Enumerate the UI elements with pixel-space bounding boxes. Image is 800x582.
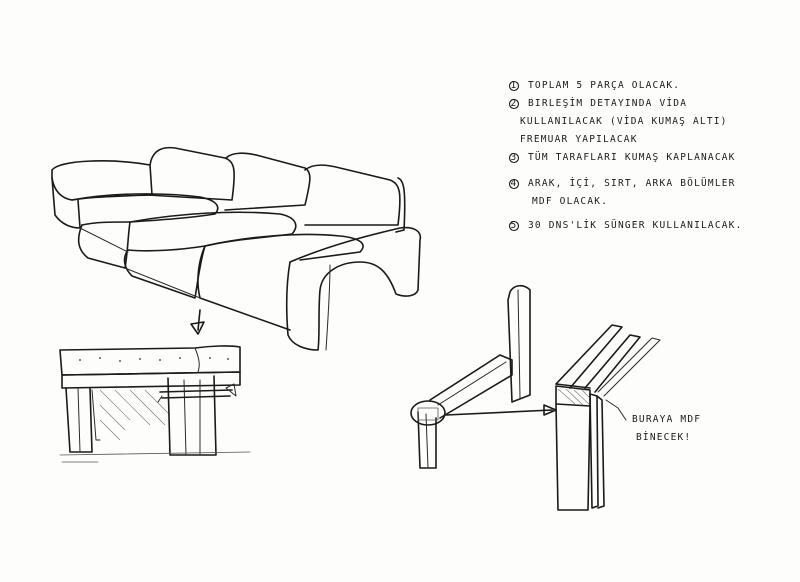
note-line: BIRLEŞİM DETAYINDA VİDA: [528, 98, 687, 109]
note-item-5: 5 30 DNS'LİK SÜNGER KULLANILACAK.: [508, 220, 743, 232]
sofa-left-arm-front: [51, 177, 81, 229]
note-line: TOPLAM 5 PARÇA OLACAK.: [528, 80, 680, 91]
callout-line-1: BURAYA MDF: [632, 414, 701, 425]
sofa-back-cushion-1: [147, 146, 235, 201]
callout-line-2: BİNECEK!: [636, 432, 691, 443]
sofa-perspective: [51, 146, 422, 351]
note-item-2: 2 BIRLEŞİM DETAYINDA VİDA KULLANILACAK (…: [508, 98, 728, 145]
sofa-seat-cushion-3: [204, 233, 364, 261]
sofa-left-arm: [51, 160, 153, 201]
note-line: TÜM TARAFLARI KUMAŞ KAPLANACAK: [528, 152, 736, 163]
note-line: FREMUAR YAPILACAK: [520, 134, 638, 145]
arrow-down-icon: [190, 309, 205, 335]
frame-arm-rail: [429, 354, 513, 419]
note-bullet: [508, 220, 520, 232]
note-item-1: 1 TOPLAM 5 PARÇA OLACAK.: [508, 80, 680, 92]
section-cushion: [59, 345, 241, 376]
quilting-dots: [79, 356, 229, 362]
mdf-callout: BURAYA MDF BİNECEK!: [632, 414, 701, 443]
sofa-seat-cushion-1: [71, 193, 219, 226]
note-bullet: [508, 178, 520, 190]
section-detail: [59, 345, 251, 463]
section-leg-right: [167, 375, 217, 456]
note-bullet-number: 2: [511, 98, 518, 109]
sofa-back-cushion-3: [304, 164, 401, 226]
note-bullet-number: 3: [511, 152, 518, 163]
frame-back-post: [507, 284, 531, 403]
note-bullet-number: 5: [511, 220, 518, 231]
note-line: ARAK, İÇİ, SIRT, ARKA BÖLÜMLER: [528, 178, 736, 189]
arm-frame-detail: [410, 284, 557, 469]
sofa-back-cushion-2: [224, 152, 311, 211]
profile-detail: [555, 324, 661, 511]
profile-front-face: [555, 403, 591, 511]
note-bullet-number: 1: [511, 80, 518, 91]
sofa-right-arm: [285, 226, 422, 351]
note-line: MDF OLACAK.: [532, 196, 608, 207]
note-bullet: [508, 152, 520, 164]
note-line: KULLANILACAK (VİDA KUMAŞ ALTI): [520, 116, 728, 127]
section-hatch: [99, 389, 171, 441]
note-bullet: [508, 80, 520, 92]
note-item-3: 3 TÜM TARAFLARI KUMAŞ KAPLANACAK: [508, 152, 736, 164]
notes-list: 1 TOPLAM 5 PARÇA OLACAK. 2 BIRLEŞİM DETA…: [508, 80, 743, 232]
arrow-right-icon: [445, 404, 557, 416]
note-line: 30 DNS'LİK SÜNGER KULLANILACAK.: [528, 220, 743, 231]
joint-highlight: [410, 400, 446, 426]
section-leg-left: [65, 387, 93, 453]
note-bullet-number: 4: [511, 178, 518, 189]
note-bullet: [508, 98, 520, 110]
note-item-4: 4 ARAK, İÇİ, SIRT, ARKA BÖLÜMLER MDF OLA…: [508, 178, 736, 207]
